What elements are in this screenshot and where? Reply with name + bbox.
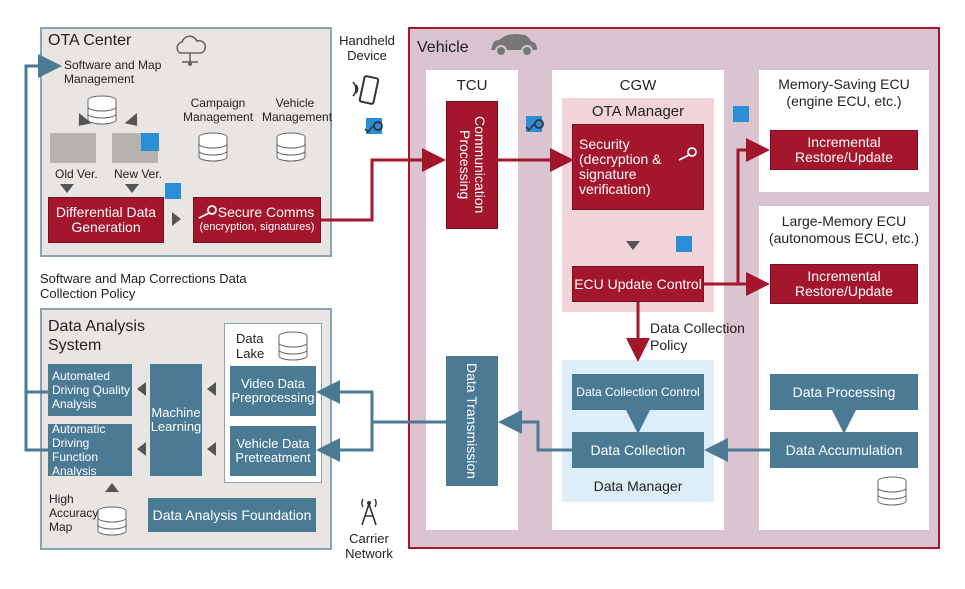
arrow-icon [105, 483, 119, 492]
key-icon [364, 121, 383, 134]
automated-driving-quality-box: Automated Driving Quality Analysis [48, 364, 132, 416]
database-icon [276, 132, 306, 162]
large-memory-ecu-panel [759, 206, 929, 530]
carrier-network-label: Carrier Network [345, 531, 393, 561]
key-icon [678, 147, 697, 161]
vehicle-data-pretreatment-box: Vehicle Data Pretreatment [230, 426, 316, 476]
memory-saving-ecu-label: Memory-Saving ECU (engine ECU, etc.) [778, 76, 910, 109]
vehicle-mgmt-label: Vehicle Management [262, 96, 333, 124]
database-icon [87, 95, 117, 125]
old-version-block [50, 133, 96, 163]
secure-comms-box: Secure Comms (encryption, signatures) [193, 197, 321, 243]
corrections-policy-label: Software and Map Corrections Data Collec… [40, 271, 247, 301]
data-collection-control-box: Data Collection Control [572, 374, 704, 410]
phone-icon [352, 75, 380, 105]
old-version-label: Old Ver. [55, 167, 98, 181]
arrow-icon [207, 442, 216, 456]
video-data-preprocessing-box: Video Data Preprocessing [230, 366, 316, 416]
automatic-driving-function-box: Automatic Driving Function Analysis [48, 422, 132, 478]
arrow-icon [207, 382, 216, 396]
cgw-label: CGW [619, 77, 657, 94]
antenna-icon [361, 498, 377, 526]
database-icon [97, 506, 127, 536]
arrow-icon [137, 442, 146, 456]
blue-badge-icon [141, 133, 159, 151]
data-collection-policy-label: Data Collection Policy [650, 320, 745, 353]
communication-processing-box: Communication Processing [446, 101, 498, 229]
blue-badge-icon [676, 236, 692, 252]
key-icon [525, 119, 544, 132]
key-icon [198, 205, 217, 219]
secure-comms-sub: (encryption, signatures) [199, 221, 315, 233]
data-collection-box: Data Collection [572, 432, 704, 468]
vehicle-title: Vehicle [417, 39, 469, 56]
campaign-mgmt-label: Campaign Management [183, 96, 254, 124]
tcu-label: TCU [456, 77, 488, 94]
data-manager-label: Data Manager [593, 478, 683, 494]
machine-learning-box: Machine Learning [150, 364, 202, 476]
software-map-mgmt-label: Software and Map Management [64, 58, 162, 86]
arrow-icon [137, 382, 146, 396]
new-version-label: New Ver. [114, 167, 163, 181]
large-memory-ecu-label: Large-Memory ECU (autonomous ECU, etc.) [768, 213, 920, 246]
secure-comms-label: Secure Comms [217, 204, 315, 220]
arrow-icon [60, 184, 74, 193]
incremental-update-box-1: Incremental Restore/Update [770, 130, 918, 170]
database-icon [198, 132, 228, 162]
data-accumulation-box: Data Accumulation [770, 432, 918, 468]
database-icon [278, 331, 308, 361]
arrow-icon [626, 241, 640, 250]
car-icon [491, 34, 537, 57]
arrow-icon [172, 212, 181, 226]
blue-badge-icon [733, 106, 749, 122]
cloud-network-icon [176, 35, 207, 66]
data-analysis-foundation-box: Data Analysis Foundation [148, 498, 316, 532]
database-icon [877, 476, 907, 506]
diff-data-generation: Differential Data Generation [48, 197, 164, 243]
data-lake-label: Data Lake [236, 331, 265, 361]
blue-badge-icon [165, 183, 181, 199]
handheld-label: Handheld Device [339, 33, 395, 63]
data-transmission-box: Data Transmission [446, 356, 498, 486]
security-box: Security (decryption & signature verific… [572, 124, 704, 210]
communication-processing-label: Communication Processing [457, 116, 488, 214]
incremental-update-box-2: Incremental Restore/Update [770, 264, 918, 304]
data-transmission-label: Data Transmission [464, 363, 480, 479]
data-processing-box: Data Processing [770, 374, 918, 410]
arrow-icon [125, 184, 139, 193]
ecu-update-control-box: ECU Update Control [572, 266, 704, 302]
data-analysis-title: Data Analysis System [48, 318, 145, 354]
high-accuracy-map-label: High Accuracy Map [49, 492, 99, 534]
ota-manager-label: OTA Manager [591, 103, 685, 120]
ota-center-title: OTA Center [48, 32, 132, 49]
